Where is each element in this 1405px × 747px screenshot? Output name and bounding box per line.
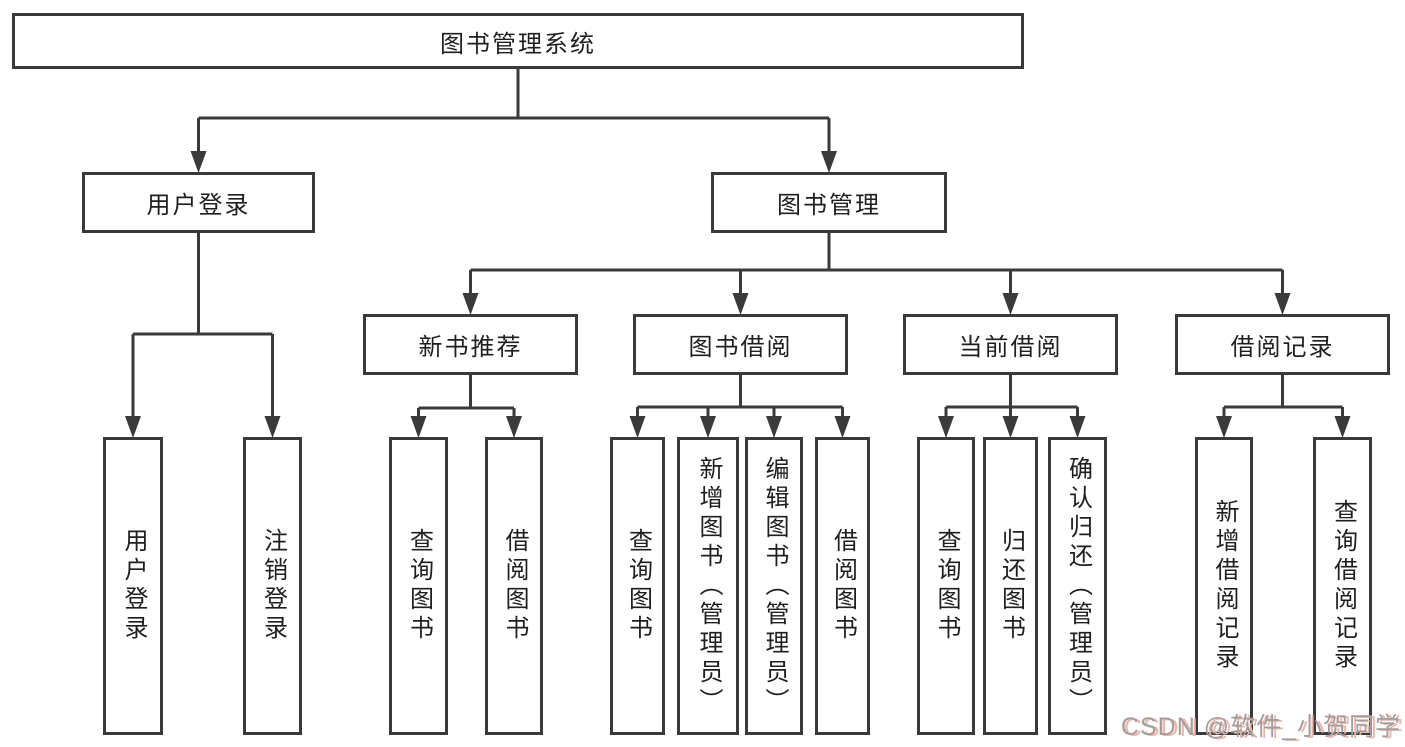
node-label-current-borrow: 当前借阅 [958, 334, 1063, 361]
arrowhead-icon [125, 416, 141, 438]
node-label-new-book-rec: 新书推荐 [418, 334, 523, 361]
arrowhead-icon [834, 416, 851, 438]
arrowhead-icon [1069, 416, 1086, 438]
node-label-leaf-bb-edit: 编辑图书（管理员） [761, 455, 788, 717]
node-label-leaf-bb-add: 新增图书（管理员） [695, 455, 722, 717]
node-leaf-cb-return: 归还图书 [983, 437, 1038, 735]
node-leaf-cb-confirm: 确认归还（管理员） [1048, 437, 1107, 735]
arrowhead-icon [1002, 416, 1019, 438]
node-leaf-bb-add: 新增图书（管理员） [677, 437, 739, 735]
node-label-leaf-cb-return: 归还图书 [997, 528, 1025, 644]
node-root: 图书管理系统 [12, 13, 1024, 69]
arrowhead-icon [732, 293, 749, 315]
node-book-borrow: 图书借阅 [633, 314, 848, 375]
node-leaf-br-query: 查询借阅记录 [1313, 437, 1372, 735]
arrowhead-icon [821, 151, 837, 173]
arrowhead-icon [410, 416, 427, 438]
node-new-book-rec: 新书推荐 [363, 314, 578, 375]
node-label-borrow-records: 借阅记录 [1230, 334, 1335, 361]
node-label-leaf-cb-confirm: 确认归还（管理员） [1064, 455, 1092, 717]
node-label-leaf-br-add: 新增借阅记录 [1211, 499, 1238, 673]
arrowhead-icon [766, 416, 782, 438]
node-label-leaf-nb-borrow: 借阅图书 [501, 528, 528, 644]
node-label-leaf-logout: 注销登录 [259, 528, 287, 644]
node-current-borrow: 当前借阅 [903, 314, 1118, 375]
node-leaf-user-login: 用户登录 [103, 437, 163, 735]
arrowhead-icon [1002, 293, 1019, 315]
arrowhead-icon [190, 151, 207, 173]
node-label-leaf-br-query: 查询借阅记录 [1329, 499, 1357, 673]
node-leaf-bb-borrow: 借阅图书 [815, 437, 870, 735]
node-label-user-login: 用户登录 [146, 192, 251, 219]
node-label-book-borrow: 图书借阅 [688, 334, 793, 361]
node-leaf-bb-edit: 编辑图书（管理员） [745, 437, 803, 735]
arrowhead-icon [629, 416, 646, 438]
node-borrow-records: 借阅记录 [1175, 314, 1390, 375]
arrowhead-icon [462, 293, 479, 315]
arrowhead-icon [938, 416, 954, 438]
node-label-leaf-user-login: 用户登录 [120, 528, 147, 644]
node-leaf-nb-borrow: 借阅图书 [485, 437, 543, 735]
node-leaf-br-add: 新增借阅记录 [1195, 437, 1253, 735]
node-leaf-nb-query: 查询图书 [389, 437, 448, 735]
node-label-leaf-bb-query: 查询图书 [624, 528, 652, 644]
watermark: CSDN @软件_小贺同学 [1120, 713, 1401, 741]
node-label-root: 图书管理系统 [440, 30, 596, 58]
node-leaf-bb-query: 查询图书 [610, 437, 665, 735]
arrowhead-icon [264, 416, 281, 438]
node-leaf-cb-query: 查询图书 [917, 437, 975, 735]
node-label-leaf-bb-borrow: 借阅图书 [829, 528, 857, 644]
node-label-leaf-nb-query: 查询图书 [405, 528, 433, 644]
node-label-book-mgmt: 图书管理 [777, 192, 881, 219]
arrowhead-icon [1216, 416, 1232, 438]
node-leaf-logout: 注销登录 [243, 437, 302, 735]
arrowhead-icon [1334, 416, 1351, 438]
node-label-leaf-cb-query: 查询图书 [933, 528, 960, 644]
node-user-login: 用户登录 [82, 172, 315, 233]
arrowhead-icon [1274, 293, 1291, 315]
node-book-mgmt: 图书管理 [711, 172, 947, 233]
arrowhead-icon [506, 416, 522, 438]
arrowhead-icon [700, 416, 716, 438]
